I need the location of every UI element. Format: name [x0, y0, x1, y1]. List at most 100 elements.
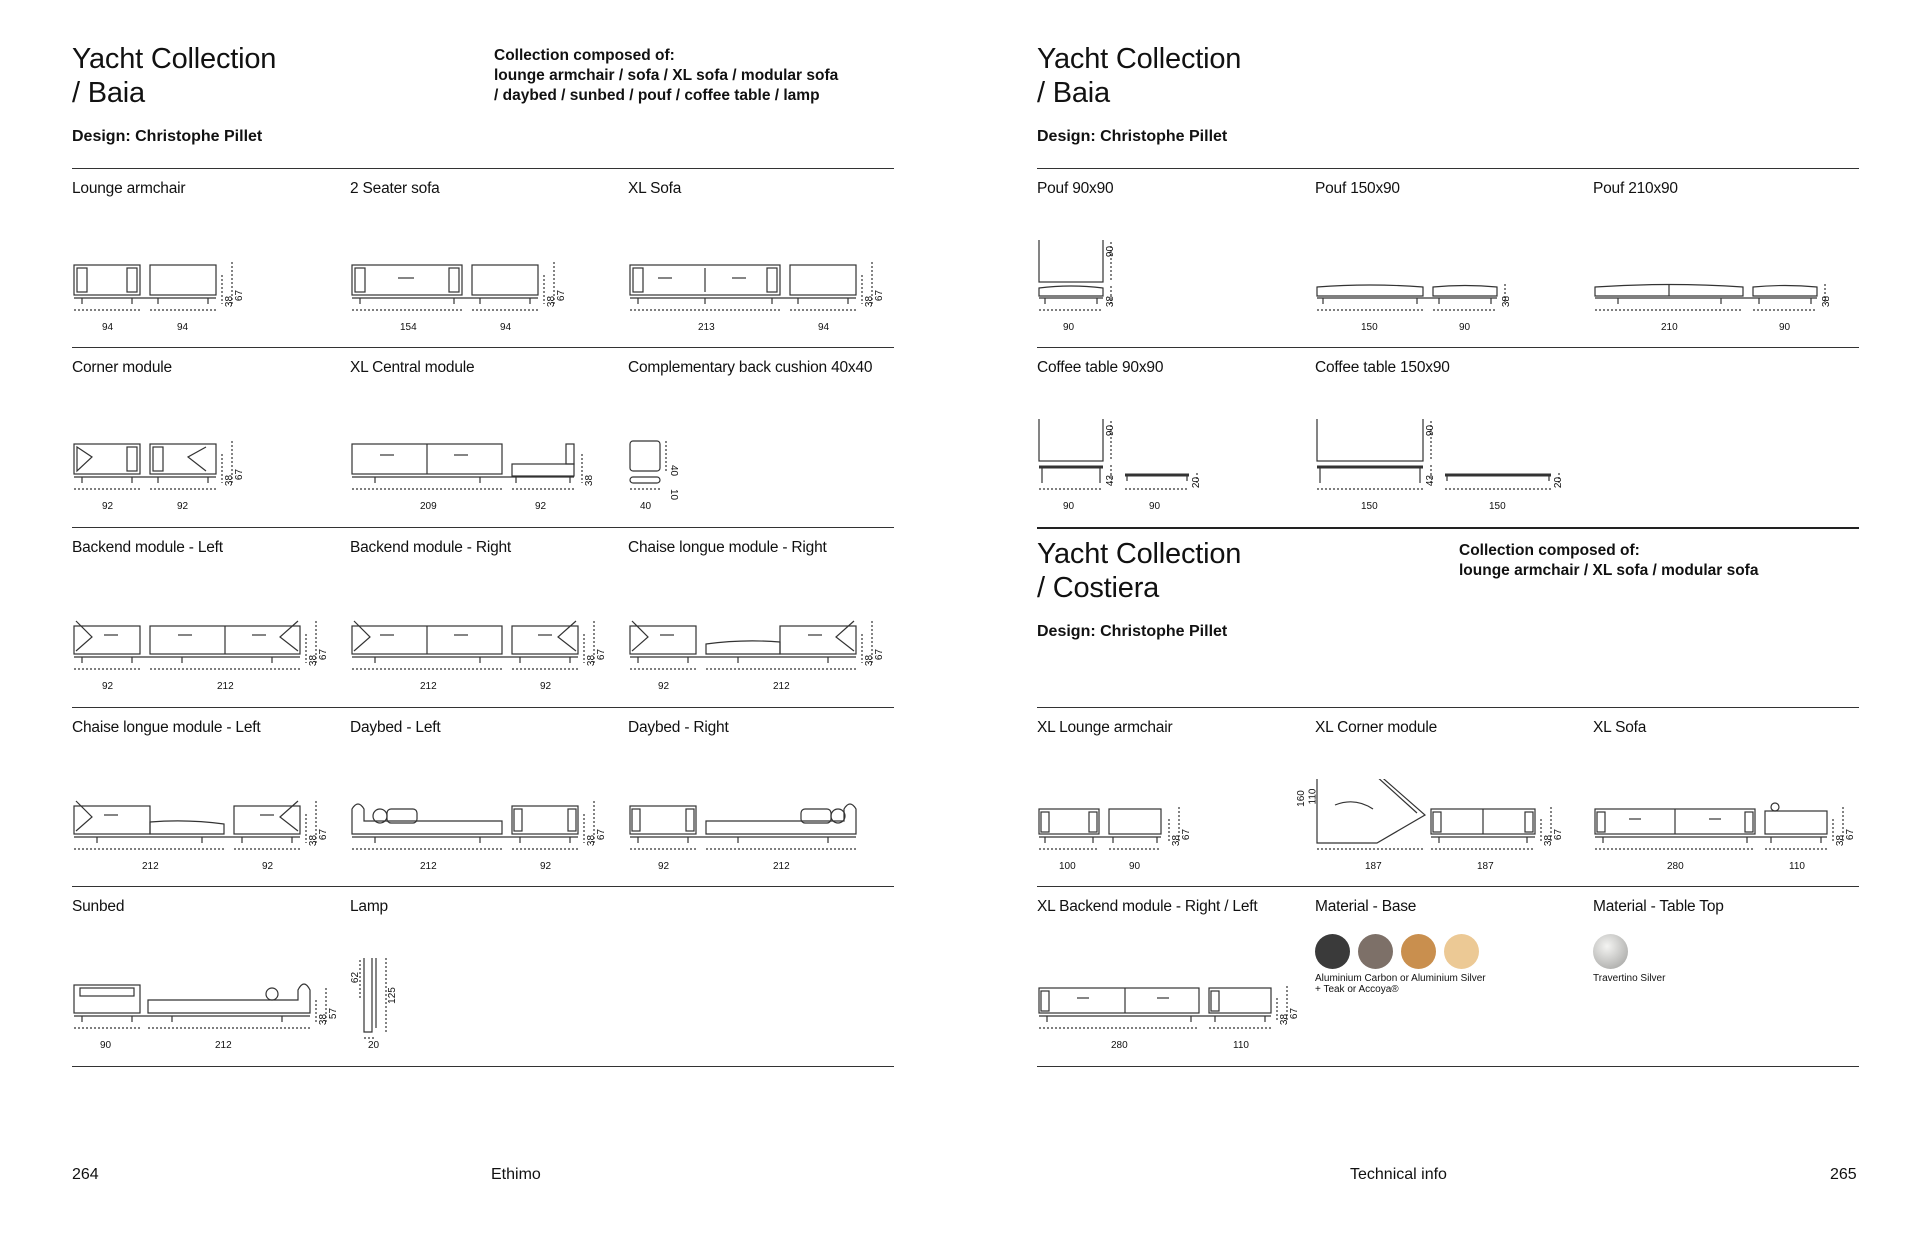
material-base-label: Material - Base: [1315, 898, 1417, 915]
width-dimension: 20: [368, 1040, 380, 1051]
product-lounge-armchair: Lounge armchair 94 94 38 67: [72, 170, 350, 346]
depth-dimension: 212: [215, 1040, 232, 1051]
composition-line-1: lounge armchair / sofa / XL sofa / modul…: [494, 67, 839, 84]
total-height-dimension: 67: [596, 648, 608, 661]
composition-line-2: / daybed / sunbed / pouf / coffee table …: [494, 87, 820, 104]
width-dimension: 150: [1361, 501, 1378, 512]
depth-dimension: 212: [217, 681, 234, 692]
width-dimension: 280: [1111, 1040, 1128, 1051]
product-corner-module: Corner module 92 92 38 67: [72, 349, 350, 525]
product-xl-corner-module: XL Corner module 187 187 160 110 38 67: [1296, 709, 1593, 885]
pouf-210-drawing: [1594, 283, 1826, 311]
height-dimension: 40: [668, 464, 680, 477]
depth-dimension: 92: [535, 501, 547, 512]
depth-dimension: 110: [1233, 1040, 1249, 1051]
divider: [72, 168, 894, 169]
daybed-left-drawing: [351, 801, 595, 850]
product-label: Daybed - Left: [350, 719, 441, 736]
width-dimension: 210: [1661, 322, 1678, 333]
product-chaise-longue-left: Chaise longue module - Left 212 92 38 67: [72, 709, 350, 885]
top-depth-dimension: 90: [1425, 424, 1437, 437]
depth-dimension: 110: [1789, 861, 1805, 872]
product-label: XL Central module: [350, 359, 475, 376]
product-label: Coffee table 90x90: [1037, 359, 1164, 376]
product-xl-lounge-armchair: XL Lounge armchair 100 90 38 67: [1037, 709, 1315, 885]
product-pouf-150x90: Pouf 150x90 150 90 38: [1315, 170, 1593, 346]
product-label: Chaise longue module - Left: [72, 719, 261, 736]
teak-swatch: [1401, 934, 1436, 969]
composition-heading: Collection composed of:: [494, 47, 675, 64]
daybed-right-drawing: [629, 803, 857, 850]
width-dimension: 92: [102, 501, 114, 512]
depth-dimension: 90: [1779, 322, 1791, 333]
top-depth-dimension: 90: [1105, 424, 1117, 437]
product-sunbed: Sunbed 90 212 38 57: [72, 888, 350, 1064]
depth-dimension: 212: [773, 681, 790, 692]
top-thickness-dimension: 20: [1553, 476, 1565, 489]
total-height-dimension: 67: [1845, 828, 1857, 841]
chaise-right-drawing: [629, 620, 873, 670]
product-label: Lamp: [350, 898, 388, 915]
side-dimension: 110: [1307, 788, 1319, 805]
costiera-designer-credit: Design: Christophe Pillet: [1037, 623, 1228, 640]
product-xl-central-module: XL Central module 209 92 38: [350, 349, 628, 525]
total-height-dimension: 67: [318, 828, 330, 841]
title-line-2: / Baia: [1037, 77, 1110, 109]
lamp-drawing: [359, 958, 387, 1039]
xl-central-module-drawing: [351, 443, 583, 490]
coffee-table-90-drawing: [1038, 419, 1198, 490]
width-dimension: 92: [658, 861, 670, 872]
total-height-dimension: 67: [318, 648, 330, 661]
height-dimension: 43: [1105, 474, 1117, 487]
coffee-table-150-drawing: [1316, 419, 1560, 490]
product-label: Complementary back cushion 40x40: [628, 359, 873, 376]
depth-dimension: 92: [540, 681, 552, 692]
divider: [1037, 1066, 1859, 1067]
width-dimension: 40: [640, 501, 652, 512]
width-dimension: 100: [1059, 861, 1076, 872]
product-daybed-right: Daybed - Right 92 212: [628, 709, 906, 885]
total-height-dimension: 67: [596, 828, 608, 841]
product-label: XL Lounge armchair: [1037, 719, 1173, 736]
aluminium-taupe-swatch: [1358, 934, 1393, 969]
page-number: 264: [72, 1166, 99, 1183]
pouf-90-drawing: [1038, 240, 1112, 311]
product-xl-backend-module: XL Backend module - Right / Left 280 110…: [1037, 888, 1315, 1064]
backend-left-drawing: [73, 620, 317, 670]
width-dimension: 280: [1667, 861, 1684, 872]
page-title: Yacht Collection / Baia: [72, 42, 276, 110]
depth-dimension: 187: [1477, 861, 1494, 872]
height-dimension: 43: [1425, 474, 1437, 487]
xl-backend-module-drawing: [1038, 986, 1288, 1029]
travertino-silver-swatch: [1593, 934, 1628, 969]
divider: [1037, 347, 1859, 348]
product-daybed-left: Daybed - Left 212 92 38 67: [350, 709, 628, 885]
product-chaise-longue-right: Chaise longue module - Right 92 212 38 6…: [628, 529, 906, 705]
width-dimension: 212: [142, 861, 159, 872]
product-costiera-xl-sofa: XL Sofa 280 110 38 67: [1593, 709, 1871, 885]
product-label: Daybed - Right: [628, 719, 729, 736]
aluminium-carbon-swatch: [1315, 934, 1350, 969]
product-xl-sofa: XL Sofa 213 94 38 67: [628, 170, 906, 346]
total-height-dimension: 57: [328, 1007, 340, 1020]
backend-right-drawing: [351, 620, 595, 670]
section-divider: [1037, 527, 1859, 529]
total-height-dimension: 125: [386, 987, 398, 1004]
left-page: Yacht Collection / Baia Design: Christop…: [72, 0, 894, 1248]
height-dimension: 38: [1821, 295, 1833, 308]
xl-corner-module-drawing: [1316, 779, 1552, 850]
costiera-title: Yacht Collection / Costiera: [1037, 537, 1241, 605]
divider: [72, 1066, 894, 1067]
product-label: XL Backend module - Right / Left: [1037, 898, 1258, 915]
product-label: Pouf 210x90: [1593, 180, 1678, 197]
material-top-note: Travertino Silver: [1593, 973, 1666, 984]
composition-line-1: lounge armchair / XL sofa / modular sofa: [1459, 562, 1759, 579]
product-back-cushion: Complementary back cushion 40x40 40 40 1…: [628, 349, 906, 525]
width-dimension: 150: [1361, 322, 1378, 333]
total-height-dimension: 67: [1553, 828, 1565, 841]
costiera-composition: Collection composed of: lounge armchair …: [1459, 541, 1758, 581]
depth-dimension: 92: [540, 861, 552, 872]
product-label: XL Corner module: [1315, 719, 1438, 736]
baia-designer-credit: Design: Christophe Pillet: [1037, 128, 1228, 145]
material-base: Material - Base Aluminium Carbon or Alum…: [1315, 888, 1593, 1064]
